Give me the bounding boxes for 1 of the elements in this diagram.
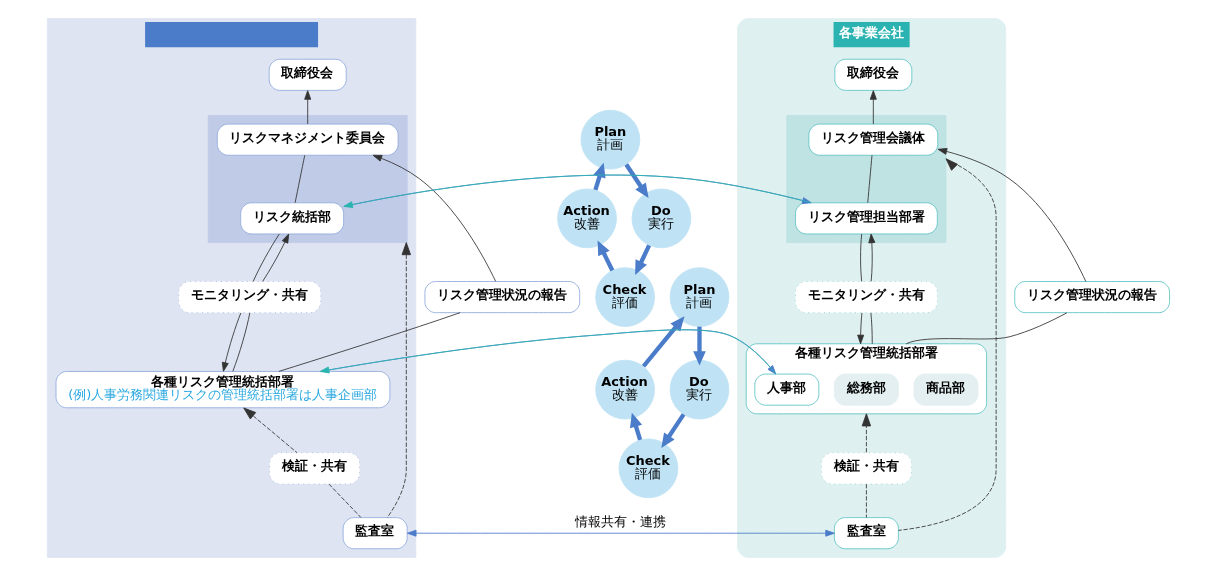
edge-label: 情報共有・連携	[574, 514, 666, 530]
